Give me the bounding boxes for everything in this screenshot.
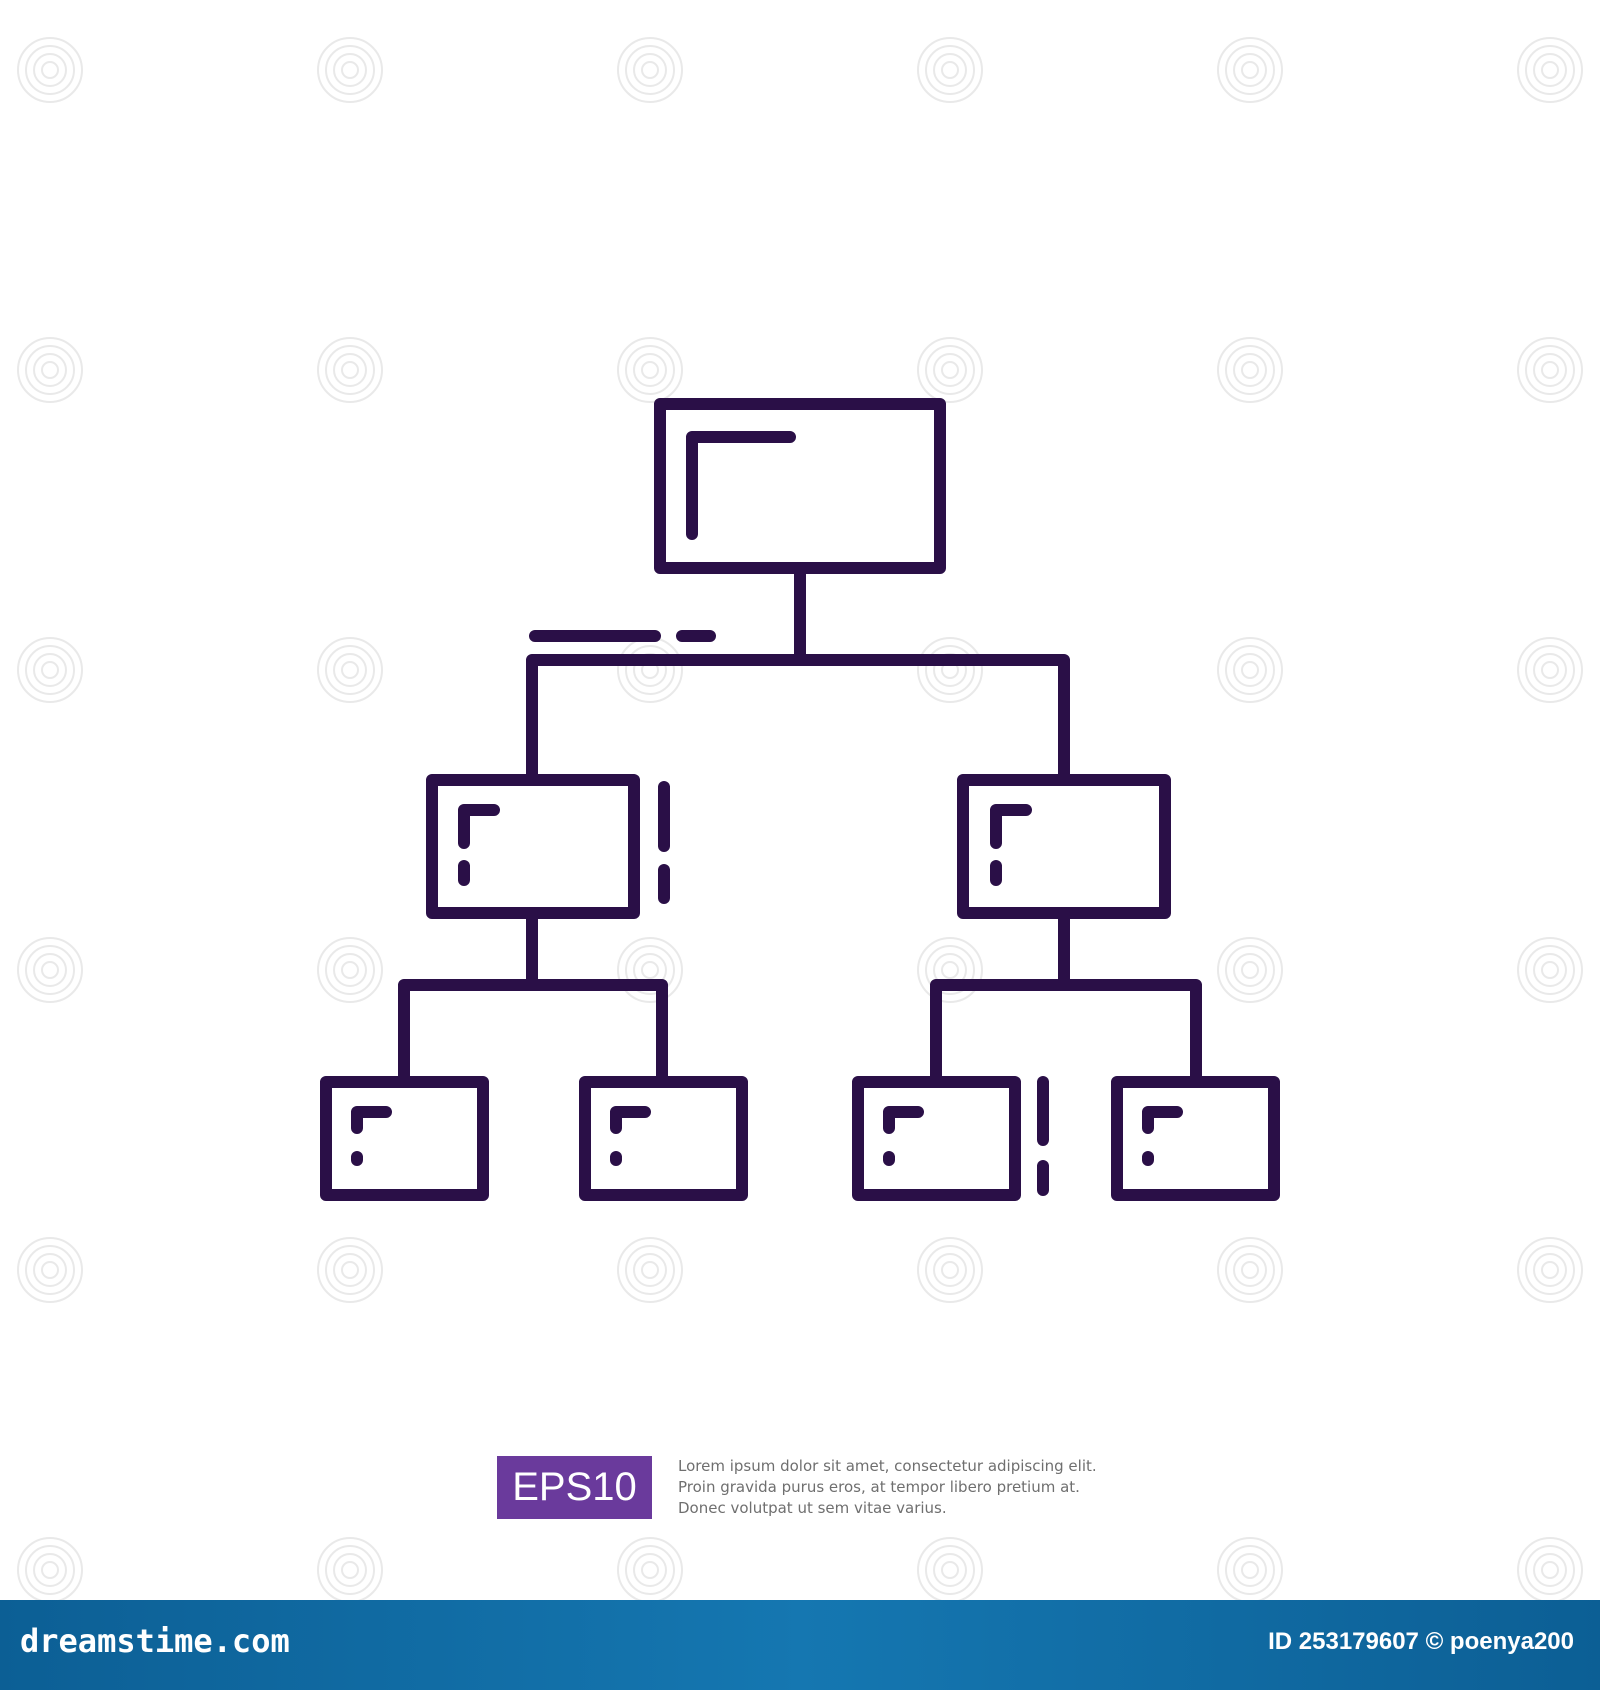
bottom-left-branch xyxy=(398,979,668,1086)
bottom-node-4-corner-mark xyxy=(1142,1106,1183,1134)
mid-right-corner-mark xyxy=(990,804,1032,849)
footer-bar: dreamstime.com ID 253179607 © poenya200 xyxy=(0,1600,1600,1690)
mid-left-corner-mark xyxy=(458,804,500,849)
top-node-corner-mark xyxy=(686,431,796,530)
bottom-node-box-3 xyxy=(852,1076,1021,1201)
bottom-node-2-corner-mark xyxy=(610,1106,651,1134)
bottom-node-3-corner-mark xyxy=(883,1106,924,1134)
bottom-node-box-1 xyxy=(320,1076,489,1201)
top-node-box xyxy=(654,398,946,574)
dreamstime-logo: dreamstime.com xyxy=(20,1622,290,1660)
description-line-3: Donec volutpat ut sem vitae varius. xyxy=(678,1499,947,1517)
bottom-node-box-2 xyxy=(579,1076,748,1201)
description-line-1: Lorem ipsum dolor sit amet, consectetur … xyxy=(678,1457,1097,1475)
bottom-right-branch xyxy=(930,979,1202,1086)
eps10-badge: EPS10 xyxy=(497,1456,652,1519)
level-two-branch xyxy=(526,654,1070,783)
hierarchy-diagram-icon xyxy=(320,398,1280,1201)
bottom-node-box-4 xyxy=(1111,1076,1280,1201)
image-credit: ID 253179607 © poenya200 xyxy=(1268,1628,1574,1655)
description-text: Lorem ipsum dolor sit amet, consectetur … xyxy=(678,1456,1198,1519)
description-line-2: Proin gravida purus eros, at tempor libe… xyxy=(678,1478,1080,1496)
bottom-node-1-corner-mark xyxy=(351,1106,392,1134)
